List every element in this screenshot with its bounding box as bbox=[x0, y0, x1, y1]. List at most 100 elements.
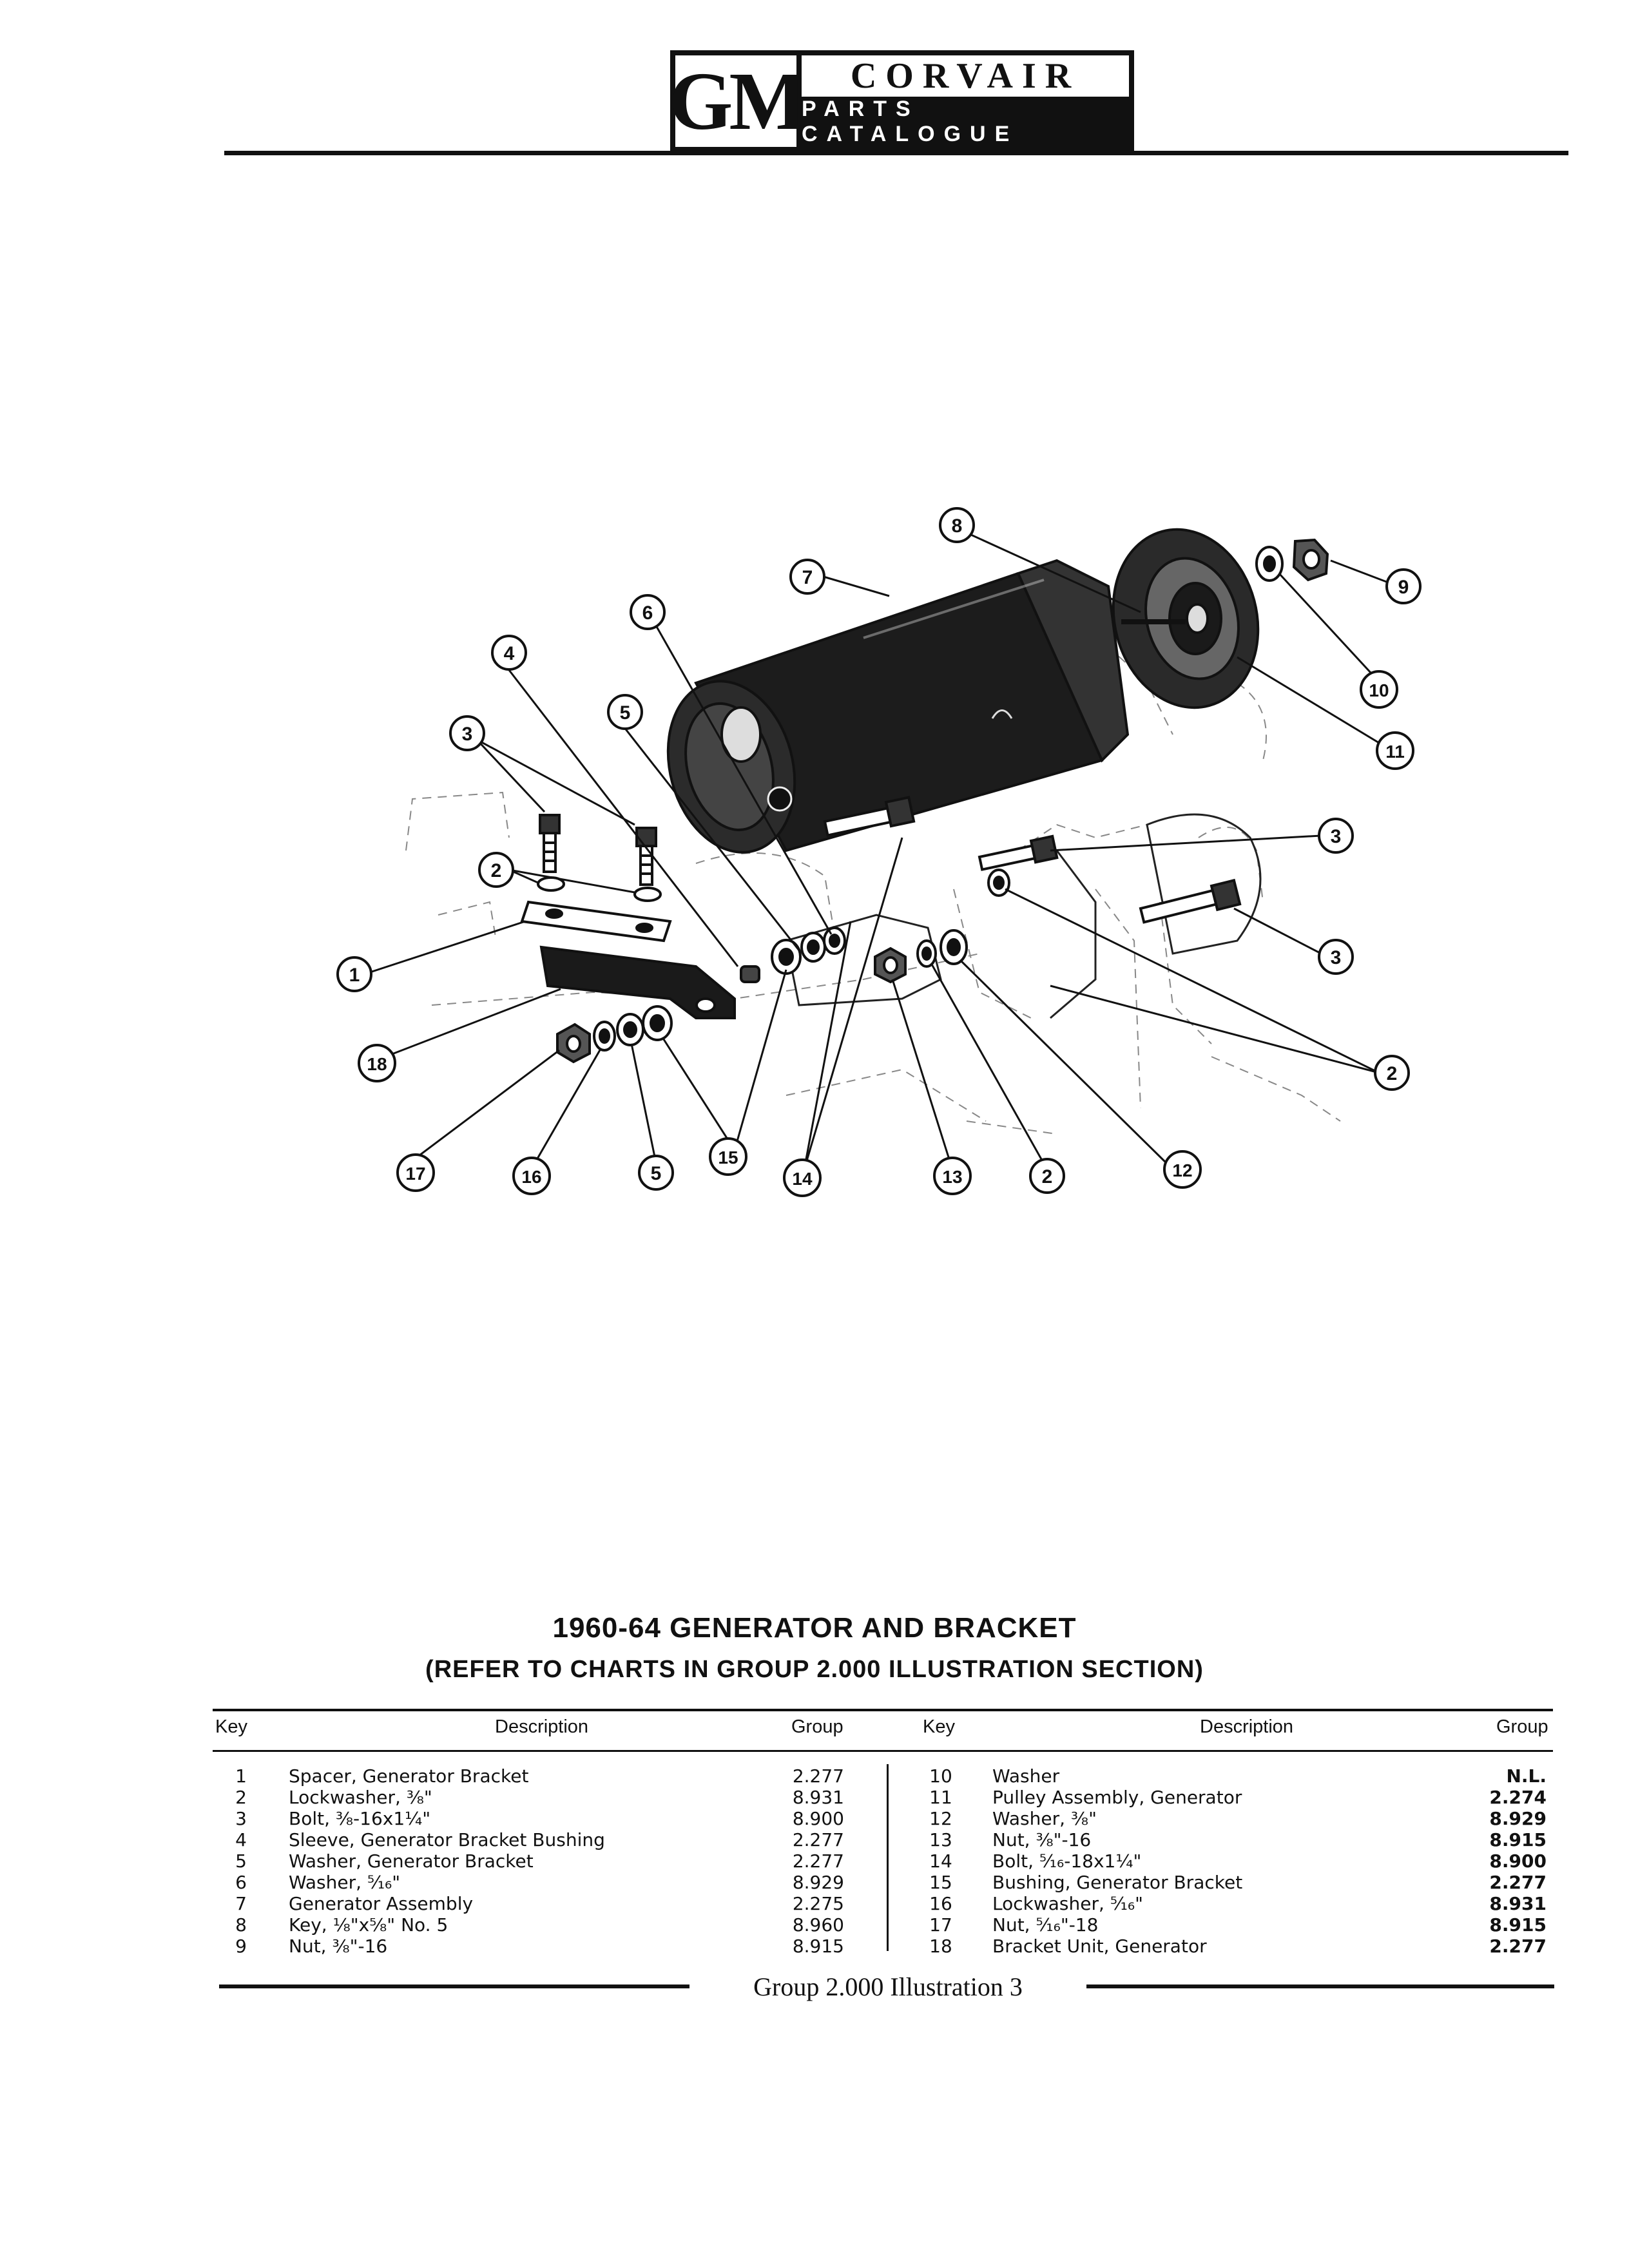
sleeve-4 bbox=[740, 965, 760, 983]
engine-background bbox=[405, 618, 1341, 1135]
catalogue-logo: GM CORVAIR PARTS CATALOGUE bbox=[669, 50, 1134, 152]
part-group: 2.277 bbox=[792, 1850, 844, 1872]
part-group: 2.274 bbox=[1489, 1787, 1547, 1808]
callout-1: 1 bbox=[336, 956, 372, 992]
svg-text:3: 3 bbox=[1331, 826, 1342, 847]
part-description: Spacer, Generator Bracket bbox=[289, 1765, 529, 1787]
bolt-3-right bbox=[635, 827, 657, 886]
bushing-15-upper bbox=[771, 939, 802, 975]
washer-5-upper bbox=[800, 932, 826, 963]
svg-text:3: 3 bbox=[1331, 947, 1342, 968]
header-description-left: Description bbox=[495, 1716, 589, 1737]
part-group: 8.929 bbox=[792, 1872, 844, 1893]
header-group-left: Group bbox=[791, 1716, 843, 1737]
part-group: 2.277 bbox=[1489, 1872, 1547, 1893]
gm-logo: GM bbox=[669, 50, 807, 152]
part-key: 10 bbox=[929, 1765, 952, 1787]
leader-lines bbox=[363, 527, 1399, 1170]
callout-14: 14 bbox=[783, 1158, 822, 1197]
svg-text:6: 6 bbox=[642, 602, 653, 624]
callout-5-upper: 5 bbox=[607, 694, 643, 730]
lockwasher-16 bbox=[593, 1021, 616, 1052]
svg-text:17: 17 bbox=[405, 1164, 425, 1184]
part-description: Bolt, ⅜-16x1¼" bbox=[289, 1808, 431, 1829]
washer-2-mid bbox=[987, 869, 1010, 897]
svg-text:2: 2 bbox=[1387, 1063, 1398, 1084]
callout-16: 16 bbox=[512, 1157, 551, 1195]
part-description: Nut, ⅜"-16 bbox=[992, 1829, 1092, 1850]
illustration-subtitle: (REFER TO CHARTS IN GROUP 2.000 ILLUSTRA… bbox=[425, 1656, 1204, 1683]
svg-text:8: 8 bbox=[952, 515, 963, 537]
svg-text:4: 4 bbox=[504, 643, 515, 664]
part-description: Washer, ⁵⁄₁₆" bbox=[289, 1872, 401, 1893]
washer-10 bbox=[1255, 546, 1284, 582]
nut-9 bbox=[1292, 538, 1329, 582]
part-group: 2.277 bbox=[1489, 1936, 1547, 1957]
table-top-rule bbox=[213, 1709, 1553, 1711]
part-description: Washer, Generator Bracket bbox=[289, 1850, 534, 1872]
washer-5-lower bbox=[616, 1013, 644, 1046]
svg-text:13: 13 bbox=[942, 1167, 962, 1187]
part-key: 9 bbox=[235, 1936, 247, 1957]
part-key: 7 bbox=[235, 1893, 247, 1914]
page-footer: Group 2.000 Illustration 3 bbox=[753, 1972, 1023, 2001]
part-description: Sleeve, Generator Bracket Bushing bbox=[289, 1829, 605, 1850]
part-key: 11 bbox=[929, 1787, 952, 1808]
part-key: 1 bbox=[235, 1765, 247, 1787]
svg-text:5: 5 bbox=[651, 1163, 662, 1184]
part-group: 8.931 bbox=[792, 1787, 844, 1808]
part-key: 14 bbox=[929, 1850, 952, 1872]
svg-text:11: 11 bbox=[1385, 742, 1405, 762]
part-key: 15 bbox=[929, 1872, 952, 1893]
part-description: Key, ⅛"x⅝" No. 5 bbox=[289, 1914, 448, 1936]
part-description: Nut, ⅜"-16 bbox=[289, 1936, 388, 1957]
part-description: Washer, ⅜" bbox=[992, 1808, 1097, 1829]
lockwasher-2-lower bbox=[916, 939, 937, 968]
part-key: 4 bbox=[235, 1829, 247, 1850]
part-group: 8.900 bbox=[792, 1808, 844, 1829]
part-description: Lockwasher, ⅜" bbox=[289, 1787, 432, 1808]
bolt-3-mid bbox=[978, 834, 1059, 871]
part-group: 8.931 bbox=[1489, 1893, 1547, 1914]
footer-rule-right bbox=[1086, 1984, 1554, 1988]
svg-text:9: 9 bbox=[1398, 577, 1409, 598]
part-key: 12 bbox=[929, 1808, 952, 1829]
part-group: 8.929 bbox=[1489, 1808, 1547, 1829]
svg-text:7: 7 bbox=[802, 567, 813, 588]
lockwashers-2 bbox=[537, 876, 662, 902]
callout-2-left: 2 bbox=[478, 852, 514, 888]
svg-text:2: 2 bbox=[491, 860, 502, 881]
callout-3-left: 3 bbox=[449, 715, 485, 751]
callout-17: 17 bbox=[396, 1153, 435, 1192]
callout-7: 7 bbox=[789, 559, 825, 595]
part-key: 13 bbox=[929, 1829, 952, 1850]
bolt-3-lower bbox=[1139, 878, 1242, 924]
part-group: 2.277 bbox=[792, 1829, 844, 1850]
callout-13: 13 bbox=[933, 1157, 972, 1195]
part-key: 3 bbox=[235, 1808, 247, 1829]
bracket-unit-18 bbox=[539, 945, 736, 1019]
part-description: Bushing, Generator Bracket bbox=[992, 1872, 1243, 1893]
header-description-right: Description bbox=[1200, 1716, 1294, 1737]
part-group: N.L. bbox=[1506, 1765, 1547, 1787]
header-group-right: Group bbox=[1496, 1716, 1548, 1737]
header-key-right: Key bbox=[923, 1716, 955, 1737]
svg-text:5: 5 bbox=[620, 702, 631, 724]
part-description: Bracket Unit, Generator bbox=[992, 1936, 1207, 1957]
callout-18: 18 bbox=[358, 1044, 396, 1082]
svg-text:2: 2 bbox=[1042, 1166, 1053, 1187]
svg-text:12: 12 bbox=[1172, 1160, 1192, 1180]
bolt-14 bbox=[823, 796, 916, 837]
part-description: Pulley Assembly, Generator bbox=[992, 1787, 1242, 1808]
callout-6: 6 bbox=[630, 594, 666, 630]
svg-text:3: 3 bbox=[462, 724, 473, 745]
callout-5-lower: 5 bbox=[638, 1155, 674, 1191]
callout-3-lower: 3 bbox=[1318, 939, 1354, 975]
svg-text:15: 15 bbox=[718, 1148, 738, 1168]
washer-12 bbox=[940, 929, 968, 965]
callouts: 1 2 3 4 5 6 7 8 9 10 11 3 3 2 12 2 13 14… bbox=[336, 507, 1422, 1197]
nut-13 bbox=[874, 947, 907, 984]
pulley-assembly bbox=[1112, 528, 1260, 709]
part-key: 2 bbox=[235, 1787, 247, 1808]
footer-rule-left bbox=[219, 1984, 689, 1988]
